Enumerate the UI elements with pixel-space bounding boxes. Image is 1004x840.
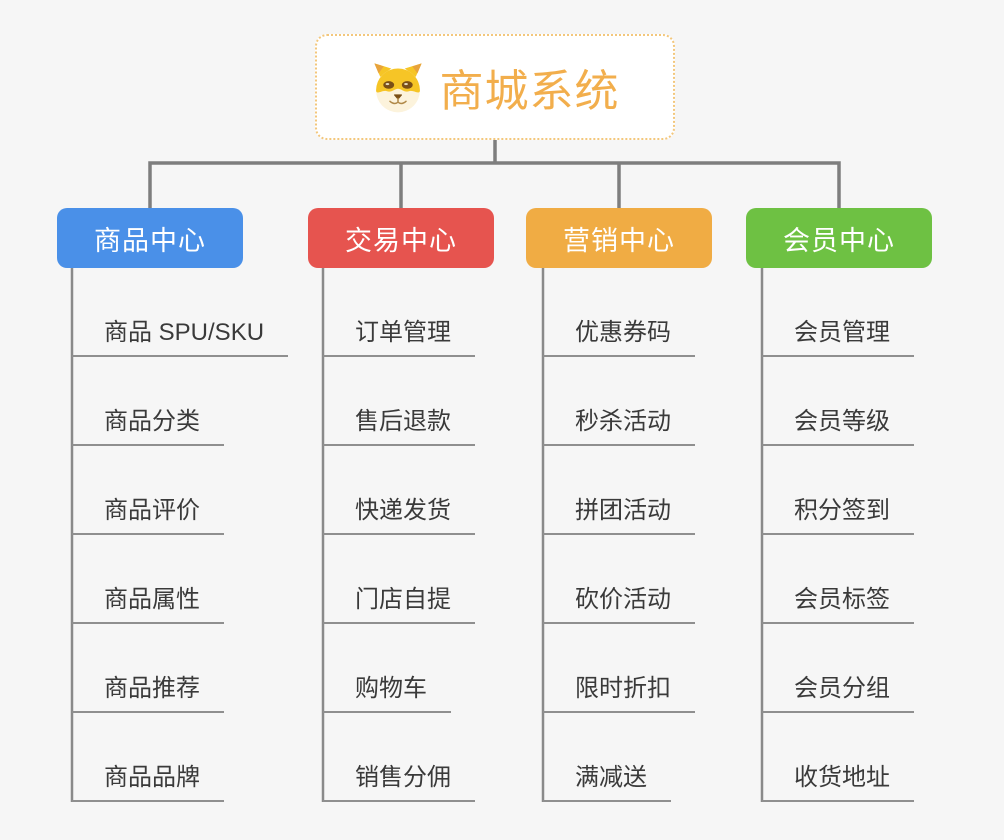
item-row: 收货地址 xyxy=(762,713,1004,802)
item-row: 会员管理 xyxy=(762,268,1004,357)
branch-items-product-center: 商品 SPU/SKU 商品分类 商品评价 商品属性 商品推荐 商品品牌 xyxy=(72,268,322,802)
mindmap-node[interactable]: 商品品牌 xyxy=(72,757,224,802)
mindmap-node[interactable]: 积分签到 xyxy=(762,490,914,535)
mindmap-node[interactable]: 砍价活动 xyxy=(543,579,695,624)
mindmap-node[interactable]: 收货地址 xyxy=(762,757,914,802)
item-row: 商品属性 xyxy=(72,535,322,624)
mindmap-node[interactable]: 限时折扣 xyxy=(543,668,695,713)
mindmap-node[interactable]: 会员管理 xyxy=(762,312,914,357)
branch-header-product-center[interactable]: 商品中心 xyxy=(57,208,243,268)
item-row: 商品 SPU/SKU xyxy=(72,268,322,357)
mindmap-node[interactable]: 商品分类 xyxy=(72,401,224,446)
item-row: 门店自提 xyxy=(323,535,573,624)
mindmap-node[interactable]: 购物车 xyxy=(323,668,451,713)
item-row: 砍价活动 xyxy=(543,535,793,624)
mindmap-node[interactable]: 秒杀活动 xyxy=(543,401,695,446)
item-row: 购物车 xyxy=(323,624,573,713)
item-row: 优惠券码 xyxy=(543,268,793,357)
item-row: 商品品牌 xyxy=(72,713,322,802)
mindmap-node[interactable]: 满减送 xyxy=(543,757,671,802)
item-row: 满减送 xyxy=(543,713,793,802)
item-row: 销售分佣 xyxy=(323,713,573,802)
root-title: 商城系统 xyxy=(439,67,620,116)
item-row: 会员等级 xyxy=(762,357,1004,446)
mindmap-node[interactable]: 会员分组 xyxy=(762,668,914,713)
doge-icon xyxy=(373,63,422,113)
item-row: 订单管理 xyxy=(323,268,573,357)
item-row: 限时折扣 xyxy=(543,624,793,713)
item-row: 售后退款 xyxy=(323,357,573,446)
mindmap-node[interactable]: 商品 SPU/SKU xyxy=(72,312,289,357)
mindmap-node[interactable]: 销售分佣 xyxy=(323,757,475,802)
item-row: 会员标签 xyxy=(762,535,1004,624)
root-branch-connector xyxy=(148,140,841,208)
item-row: 拼团活动 xyxy=(543,446,793,535)
mindmap-node[interactable]: 会员标签 xyxy=(762,579,914,624)
branch-items-trade-center: 订单管理 售后退款 快递发货 门店自提 购物车 销售分佣 xyxy=(323,268,573,802)
item-row: 会员分组 xyxy=(762,624,1004,713)
mindmap-node[interactable]: 拼团活动 xyxy=(543,490,695,535)
branch-header-trade-center[interactable]: 交易中心 xyxy=(308,208,494,268)
item-row: 商品分类 xyxy=(72,357,322,446)
item-row: 秒杀活动 xyxy=(543,357,793,446)
mindmap-node[interactable]: 商品推荐 xyxy=(72,668,224,713)
item-row: 商品评价 xyxy=(72,446,322,535)
branch-items-member-center: 会员管理 会员等级 积分签到 会员标签 会员分组 收货地址 xyxy=(762,268,1004,802)
branch-items-marketing-center: 优惠券码 秒杀活动 拼团活动 砍价活动 限时折扣 满减送 xyxy=(543,268,793,802)
mindmap-node[interactable]: 会员等级 xyxy=(762,401,914,446)
item-row: 积分签到 xyxy=(762,446,1004,535)
mindmap-node[interactable]: 商品评价 xyxy=(72,490,224,535)
mindmap-node[interactable]: 商品属性 xyxy=(72,579,224,624)
branch-header-marketing-center[interactable]: 营销中心 xyxy=(526,208,712,268)
root-node[interactable]: 商城系统 xyxy=(315,34,675,140)
mindmap-node[interactable]: 售后退款 xyxy=(323,401,475,446)
item-row: 商品推荐 xyxy=(72,624,322,713)
branch-header-member-center[interactable]: 会员中心 xyxy=(746,208,932,268)
mindmap-node[interactable]: 快递发货 xyxy=(323,490,475,535)
item-row: 快递发货 xyxy=(323,446,573,535)
mindmap-node[interactable]: 门店自提 xyxy=(323,579,475,624)
mindmap-node[interactable]: 优惠券码 xyxy=(543,312,695,357)
mindmap-node[interactable]: 订单管理 xyxy=(323,312,475,357)
